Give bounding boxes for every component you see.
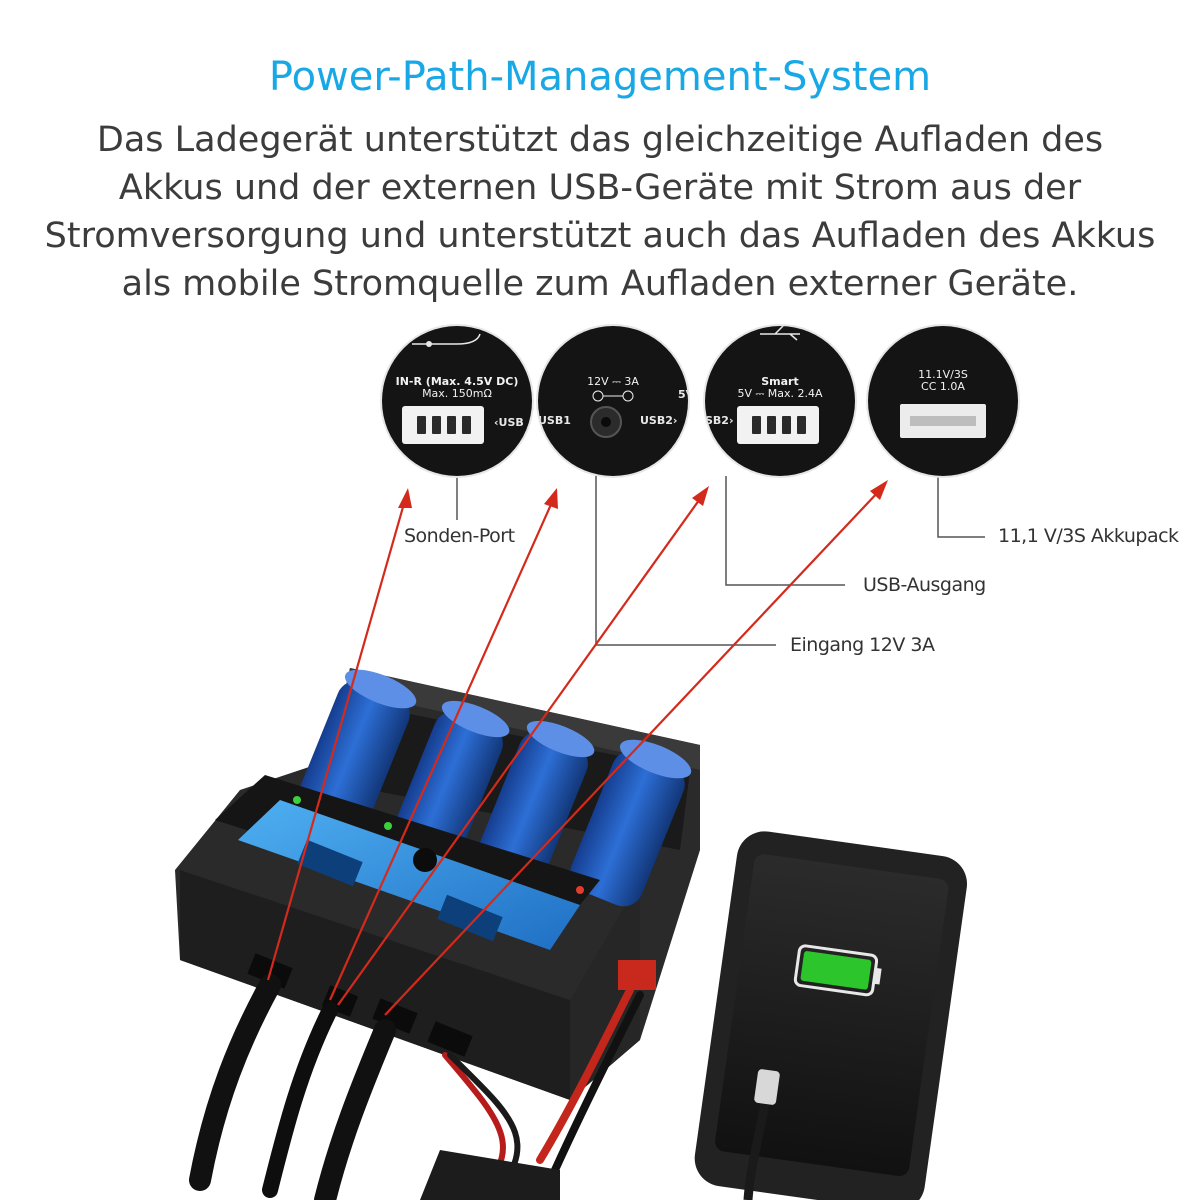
description: Das Ladegerät unterstützt das gleichzeit…	[40, 116, 1160, 308]
t-plug-connector	[618, 960, 656, 990]
probe-icon	[412, 333, 481, 347]
pack-spec-line1: 11.1V/3S	[918, 368, 968, 381]
description-line: als mobile Stromquelle zum Aufladen exte…	[121, 264, 1079, 304]
description-line: Das Ladegerät unterstützt das gleichzeit…	[96, 120, 1104, 160]
callout-battery-pack: 11,1 V/3S Akkupack	[998, 525, 1179, 547]
usb-spec-line: 5V ⎓ Max. 2.4A	[737, 387, 823, 400]
side-label-usb1: USB1	[538, 414, 571, 427]
side-label-usb2: USB2›	[640, 414, 678, 427]
cables	[189, 974, 644, 1200]
control-panel	[215, 775, 600, 950]
smartphone	[694, 831, 968, 1200]
usb-port	[402, 406, 484, 444]
callout-usb-output: USB-Ausgang	[863, 574, 986, 596]
callout-lines	[456, 476, 985, 646]
pack-spec-line2: CC 1.0A	[921, 380, 965, 393]
dc-spec-line: 12V ⎓ 3A	[587, 375, 639, 388]
red-arrows	[266, 480, 888, 1016]
zoom-circle-probe-port: IN-R (Max. 4.5V DC) Max. 150mΩ ‹USB	[382, 326, 532, 476]
callout-probe-port: Sonden-Port	[404, 525, 515, 547]
usb-smart-label: Smart	[761, 375, 799, 388]
description-line: Akkus und der externen USB-Geräte mit St…	[118, 168, 1082, 208]
callout-input: Eingang 12V 3A	[790, 634, 935, 656]
probe-spec-line2: Max. 150mΩ	[422, 387, 492, 400]
description-line: Stromversorgung und unterstützt auch das…	[44, 216, 1156, 256]
zoom-circle-dc-input: 12V ⎓ 3A USB1 USB2› 5V	[538, 326, 688, 476]
phone-battery-icon	[793, 944, 882, 997]
zoom-circle-pack-port: 11.1V/3S CC 1.0A	[868, 326, 1018, 476]
page-title: Power-Path-Management-System	[268, 54, 932, 100]
lipo-battery-pack	[420, 1150, 560, 1200]
side-label-usb: ‹USB	[494, 416, 524, 429]
usb-symbol-icon	[760, 326, 800, 341]
usb-port	[737, 406, 819, 444]
side-label-usb2: SB2›	[705, 414, 734, 427]
zoom-circle-usb-output: Smart 5V ⎓ Max. 2.4A SB2›	[705, 326, 855, 476]
side-label-5v: 5V	[678, 388, 688, 401]
probe-spec-line1: IN-R (Max. 4.5V DC)	[395, 375, 519, 388]
dc-polarity-icon	[590, 390, 634, 438]
balance-connector	[900, 404, 986, 438]
